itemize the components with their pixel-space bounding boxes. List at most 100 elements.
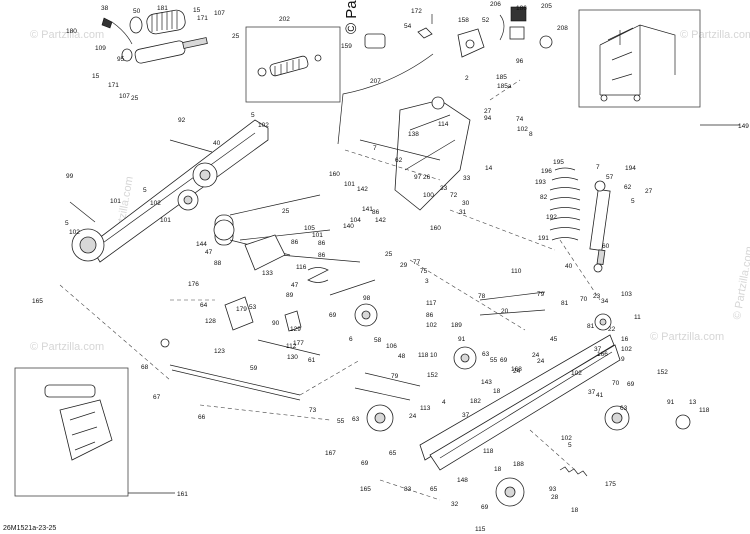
callout-188: 188 (513, 461, 524, 468)
callout-65: 65 (389, 450, 397, 457)
callout-113: 113 (420, 405, 431, 412)
callout-53: 53 (249, 304, 257, 311)
callout-13: 13 (689, 399, 697, 406)
left-rail-arm (71, 119, 269, 263)
callout-118: 118 (418, 352, 429, 359)
callout-104: 104 (350, 217, 361, 224)
callout-101: 101 (110, 198, 121, 205)
rear-shock-assembly (549, 167, 611, 273)
callout-118: 118 (699, 407, 710, 414)
callout-27: 27 (645, 188, 653, 195)
callout-142: 142 (357, 186, 368, 193)
callout-158: 158 (458, 17, 469, 24)
callout-25: 25 (385, 251, 393, 258)
callout-41: 41 (596, 392, 604, 399)
callout-102: 102 (258, 122, 269, 129)
callout-89: 89 (286, 292, 294, 299)
callout-86: 86 (372, 209, 380, 216)
callout-94: 94 (484, 115, 492, 122)
callout-98: 98 (363, 295, 371, 302)
callout-103: 103 (621, 291, 632, 298)
guide-lines (59, 79, 601, 501)
callout-7: 7 (373, 145, 377, 152)
callout-65: 65 (430, 486, 438, 493)
callout-74: 74 (516, 116, 524, 123)
idler-wheels (354, 303, 691, 507)
callout-171: 171 (197, 15, 208, 22)
callout-205: 205 (541, 3, 552, 10)
callout-143: 143 (481, 379, 492, 386)
callout-62: 62 (395, 157, 403, 164)
callout-37: 37 (462, 412, 470, 419)
callout-91: 91 (667, 399, 675, 406)
callout-141: 141 (362, 206, 373, 213)
callout-20: 20 (501, 308, 509, 315)
callout-168: 168 (511, 366, 522, 373)
callout-60: 60 (602, 243, 610, 250)
callout-160: 160 (430, 225, 441, 232)
callout-114: 114 (438, 121, 449, 128)
callout-54: 54 (404, 23, 412, 30)
cross-shafts (69, 194, 376, 296)
callout-92: 92 (178, 117, 186, 124)
callout-129: 129 (290, 326, 301, 333)
callout-64: 64 (200, 302, 208, 309)
callout-2: 2 (465, 75, 469, 82)
callout-63: 63 (620, 405, 628, 412)
callout-167: 167 (325, 450, 336, 457)
callout-10: 10 (430, 352, 438, 359)
callout-52: 52 (482, 17, 490, 24)
callout-47: 47 (205, 249, 213, 256)
callout-69: 69 (500, 357, 508, 364)
callout-24: 24 (513, 368, 521, 375)
callout-86: 86 (291, 239, 299, 246)
callout-193: 193 (535, 179, 546, 186)
callout-29: 29 (400, 262, 408, 269)
watermark-text: © Partzilla.com (343, 0, 360, 34)
callout-61: 61 (308, 357, 316, 364)
callout-11: 11 (634, 314, 641, 321)
callout-5: 5 (251, 112, 255, 119)
callout-179: 179 (236, 306, 247, 313)
callout-115: 115 (475, 526, 486, 533)
callout-72: 72 (450, 192, 458, 199)
callout-7: 7 (596, 164, 600, 171)
watermark-text: © Partzilla.com (680, 29, 750, 41)
callout-102: 102 (571, 370, 582, 377)
callout-24: 24 (532, 352, 540, 359)
callout-55: 55 (490, 357, 498, 364)
callout-18: 18 (494, 466, 502, 473)
callout-97: 97 (414, 174, 422, 181)
callout-40: 40 (213, 140, 221, 147)
callout-181: 181 (157, 5, 168, 12)
callout-69: 69 (627, 381, 635, 388)
callout-67: 67 (153, 394, 161, 401)
callout-102: 102 (150, 200, 161, 207)
callout-79: 79 (537, 291, 545, 298)
callout-33: 33 (463, 175, 471, 182)
detail-161-drawing (44, 384, 113, 461)
callout-102: 102 (426, 322, 437, 329)
callout-22: 22 (608, 326, 616, 333)
callout-117: 117 (426, 300, 437, 307)
callout-79: 79 (391, 373, 399, 380)
callout-37: 37 (588, 389, 596, 396)
callout-5: 5 (568, 442, 572, 449)
callout-144: 144 (196, 241, 207, 248)
callout-130: 130 (287, 354, 298, 361)
callout-69: 69 (361, 460, 369, 467)
callout-81: 81 (561, 300, 569, 307)
callout-58: 58 (374, 337, 382, 344)
callout-62: 62 (624, 184, 632, 191)
callout-69: 69 (481, 504, 489, 511)
callout-109: 109 (95, 45, 106, 52)
callout-14: 14 (485, 165, 493, 172)
callout-83: 83 (404, 486, 412, 493)
lower-link-group (160, 296, 321, 401)
callout-31: 31 (459, 209, 467, 216)
callout-171: 171 (108, 82, 119, 89)
callout-90: 90 (272, 320, 280, 327)
detail-box-161 (14, 367, 129, 497)
callout-5: 5 (143, 187, 147, 194)
